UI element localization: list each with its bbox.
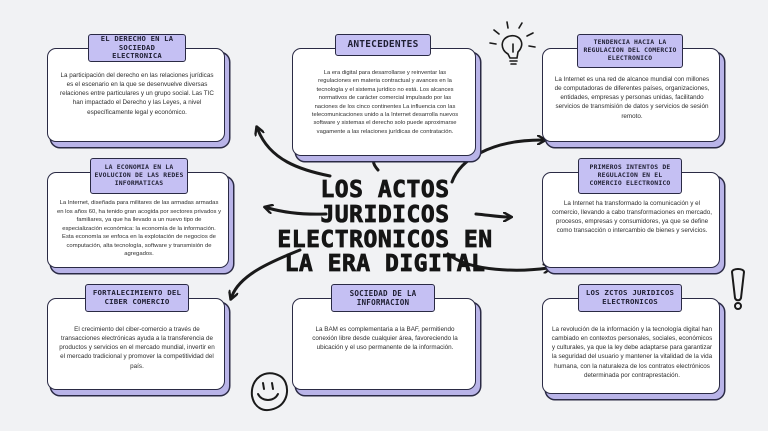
card-body-text: El crecimiento del ciber-comercio a trav…	[59, 326, 215, 370]
smiley-icon	[250, 372, 288, 412]
card-title-economia: LA ECONOMIA EN LA EVOLUCION DE LAS REDES…	[90, 158, 188, 194]
card-title-fortalecimiento: FORTALECIMIENTO DEL CIBER COMERCIO	[85, 284, 189, 312]
card-actos-juridicos: La revolución de la información y la tec…	[542, 298, 720, 394]
card-body-text: La Internet es una red de alcance mundia…	[554, 76, 710, 120]
arrow-to-actos	[446, 252, 548, 270]
card-body-text: La revolución de la información y la tec…	[551, 326, 713, 379]
card-title-actos: LOS ZCTOS JURIDICOS ELECTRONICOS	[578, 284, 682, 312]
card-body-text: La BAM es complementaria a la BAF, permi…	[312, 326, 458, 352]
arrow-to-economia	[268, 208, 328, 216]
card-title-antecedentes: ANTECEDENTES	[335, 34, 431, 56]
card-body-text: La Internet ha transformado la comunicac…	[552, 200, 712, 235]
card-body-text: La Internet, diseñada para militares de …	[56, 200, 222, 258]
exclamation-icon	[730, 268, 746, 310]
card-antecedentes: La era digital para desarrollarse y rein…	[292, 48, 476, 156]
card-sociedad-informacion: La BAM es complementaria a la BAF, permi…	[292, 298, 476, 390]
card-derecho-sociedad-electronica: La participación del derecho en las rela…	[47, 48, 225, 142]
arrow-to-derecho	[258, 130, 332, 178]
card-body-text: La participación del derecho en las rela…	[60, 72, 214, 116]
card-title-tendencia: TENDENCIA HACIA LA REGULACION DEL COMERC…	[577, 34, 683, 68]
card-title-sociedad: SOCIEDAD DE LA INFORMACION	[331, 284, 435, 312]
central-title: LOS ACTOS JURIDICOS ELECTRONICOS EN LA E…	[277, 177, 493, 278]
arrow-to-tendencia	[450, 140, 542, 184]
arrow-to-intentos	[474, 214, 508, 217]
card-body-text: La era digital para desarrollarse y rein…	[311, 70, 459, 135]
lightbulb-icon	[489, 21, 536, 65]
card-title-derecho: EL DERECHO EN LA SOCIEDAD ELECTRONICA	[88, 34, 186, 62]
card-title-intentos: PRIMEROS INTENTOS DE REGULACION EN EL CO…	[578, 158, 682, 194]
arrow-to-antecedentes	[374, 155, 379, 172]
arrow-to-fortalecimiento	[232, 248, 302, 296]
